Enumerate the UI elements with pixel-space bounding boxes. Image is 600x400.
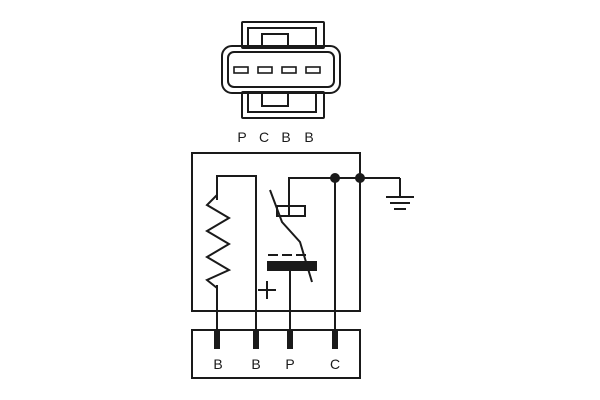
terminal-pins	[214, 330, 338, 349]
connector-pin-slots	[233, 66, 321, 74]
terminal-label: P	[285, 356, 294, 372]
plus-sign-text: +	[0, 0, 1, 1]
connector-pin-labels: P C B B	[237, 129, 313, 145]
terminal-label: C	[330, 356, 340, 372]
terminal-block	[191, 329, 361, 379]
relay-terminal-labels: B B P C	[213, 356, 340, 372]
heater-resistor	[205, 175, 257, 330]
junction-dots	[330, 173, 365, 183]
plus-sign	[258, 281, 276, 299]
connector-pin-label: P	[237, 129, 246, 145]
thermal-switch	[267, 177, 400, 330]
connector-pin-label: C	[259, 129, 269, 145]
connector-housing	[221, 21, 341, 119]
terminal-label: B	[251, 356, 260, 372]
connector-pin-label: B	[281, 129, 290, 145]
connector-pin-label: B	[304, 129, 313, 145]
relay-housing	[191, 152, 361, 312]
terminal-label: B	[213, 356, 222, 372]
ground-symbol	[386, 178, 414, 210]
